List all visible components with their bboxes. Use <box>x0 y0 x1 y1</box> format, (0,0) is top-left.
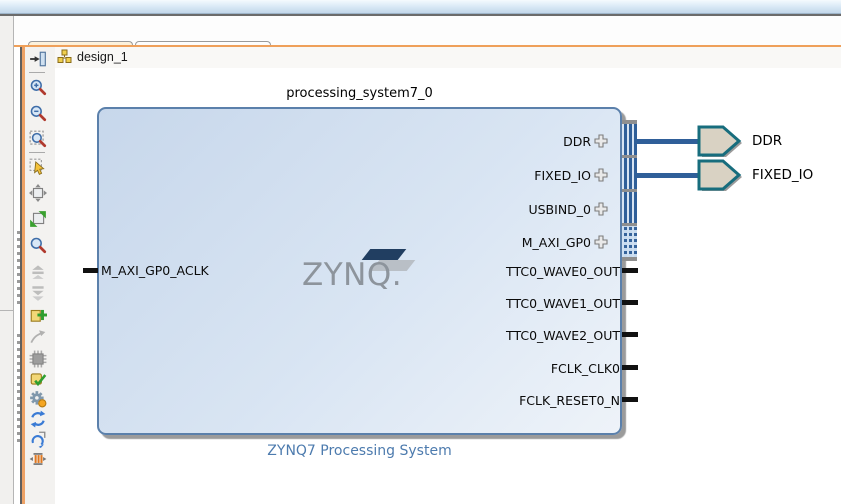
design-name: design_1 <box>77 49 128 64</box>
port-label-ttc0-wave1-out[interactable]: TTC0_WAVE1_OUT <box>506 295 620 311</box>
port-label-ttc0-wave2-out[interactable]: TTC0_WAVE2_OUT <box>506 327 620 343</box>
port-name: DDR <box>563 133 591 149</box>
make-connection-icon[interactable] <box>29 328 47 346</box>
panel-splitter-handle[interactable] <box>17 228 20 304</box>
pin-gap <box>622 189 637 192</box>
pin-fclk-reset0-n[interactable] <box>622 397 638 402</box>
search-icon[interactable] <box>29 236 47 254</box>
port-label-usbind-0[interactable]: USBIND_0 <box>528 201 608 217</box>
expand-interfaces-icon[interactable] <box>29 450 47 468</box>
port-name: FCLK_CLK0 <box>550 360 620 376</box>
select-area-icon[interactable] <box>29 158 47 176</box>
pin-column-cap <box>622 120 637 124</box>
pin-fclk-clk0[interactable] <box>622 365 638 370</box>
external-port-fixed-io[interactable] <box>697 158 743 192</box>
validate-design-icon[interactable] <box>29 370 47 388</box>
expand-hierarchy-icon[interactable] <box>29 284 47 302</box>
port-label-ddr[interactable]: DDR <box>563 133 608 149</box>
window-divider <box>0 14 841 16</box>
external-port-ddr[interactable] <box>697 124 743 158</box>
pin-column-cap <box>622 257 637 261</box>
toolbar-divider <box>29 152 45 153</box>
pin-gap <box>622 155 637 158</box>
pin-ttc0-wave2-out[interactable] <box>622 332 638 337</box>
port-name: M_AXI_GP0 <box>521 234 591 250</box>
external-port-label-fixed-io[interactable]: FIXED_IO <box>752 167 814 183</box>
panel-border-line <box>20 47 22 504</box>
port-label-ttc0-wave0-out[interactable]: TTC0_WAVE0_OUT <box>506 263 620 279</box>
toolbar-divider <box>29 72 45 73</box>
iface-pin-m-axi-gp0[interactable] <box>622 226 637 257</box>
port-label-fclk-clk0[interactable]: FCLK_CLK0 <box>551 360 620 376</box>
tab-bar: Diagram × Address Editor × <box>0 16 841 62</box>
expand-plus-icon[interactable] <box>594 235 608 249</box>
block-instance-name: processing_system7_0 <box>286 86 433 101</box>
settings-gear-icon[interactable] <box>29 390 47 408</box>
pin-ttc0-wave0-out[interactable] <box>622 268 638 273</box>
adjacent-panel-edge <box>0 16 14 504</box>
adjacent-panel-border <box>0 310 13 311</box>
port-label-m-axi-gp0-aclk[interactable]: M_AXI_GP0_ACLK <box>101 262 209 278</box>
auto-fit-selection-icon[interactable] <box>29 210 47 228</box>
port-name: TTC0_WAVE2_OUT <box>506 327 620 343</box>
reroute-icon[interactable] <box>29 430 47 448</box>
regenerate-layout-icon[interactable] <box>29 410 47 428</box>
zynq-block[interactable] <box>97 107 622 435</box>
pin-ttc0-wave1-out[interactable] <box>622 300 638 305</box>
fit-to-window-icon[interactable] <box>29 184 47 202</box>
design-header-row: design_1 <box>55 47 841 68</box>
external-port-label-ddr[interactable]: DDR <box>752 133 783 149</box>
panel-splitter-handle[interactable] <box>17 332 20 442</box>
iface-pin-ddr[interactable] <box>622 124 637 155</box>
zynq-logo: ZYNQ. <box>302 247 422 291</box>
expand-plus-icon[interactable] <box>594 202 608 216</box>
port-name: M_AXI_GP0_ACLK <box>101 262 209 278</box>
iface-pin-usbind-0[interactable] <box>622 192 637 223</box>
wire-ddr[interactable] <box>637 139 700 144</box>
block-type-label: ZYNQ7 Processing System <box>267 443 452 459</box>
active-window-accent <box>0 45 841 47</box>
diagram-toolbar <box>25 47 55 504</box>
zoom-in-icon[interactable] <box>29 78 47 96</box>
logo-text: ZYNQ. <box>302 257 403 293</box>
add-ip-icon[interactable] <box>29 306 47 324</box>
expand-plus-icon[interactable] <box>594 168 608 182</box>
port-name: TTC0_WAVE0_OUT <box>506 263 620 279</box>
window-title-bar <box>0 0 841 14</box>
port-name: USBIND_0 <box>528 201 591 217</box>
collapse-hierarchy-icon[interactable] <box>29 262 47 280</box>
port-label-fclk-reset0-n[interactable]: FCLK_RESET0_N <box>519 392 620 408</box>
expand-plus-icon[interactable] <box>594 134 608 148</box>
zoom-out-icon[interactable] <box>29 104 47 122</box>
port-name: FCLK_RESET0_N <box>519 392 620 408</box>
active-panel-accent <box>22 47 25 504</box>
port-name: FIXED_IO <box>534 167 591 183</box>
ip-catalog-icon[interactable] <box>29 350 47 368</box>
zoom-fit-icon[interactable] <box>29 130 47 148</box>
port-label-m-axi-gp0[interactable]: M_AXI_GP0 <box>522 234 608 250</box>
pin-m-axi-gp0-aclk[interactable] <box>83 268 98 273</box>
pin-gap <box>622 223 637 226</box>
design-hierarchy-icon <box>57 49 72 63</box>
port-name: TTC0_WAVE1_OUT <box>506 295 620 311</box>
iface-pin-fixed-io[interactable] <box>622 158 637 189</box>
port-label-fixed-io[interactable]: FIXED_IO <box>534 167 608 183</box>
wire-fixed-io[interactable] <box>637 173 700 178</box>
dock-window-icon[interactable] <box>29 50 47 68</box>
